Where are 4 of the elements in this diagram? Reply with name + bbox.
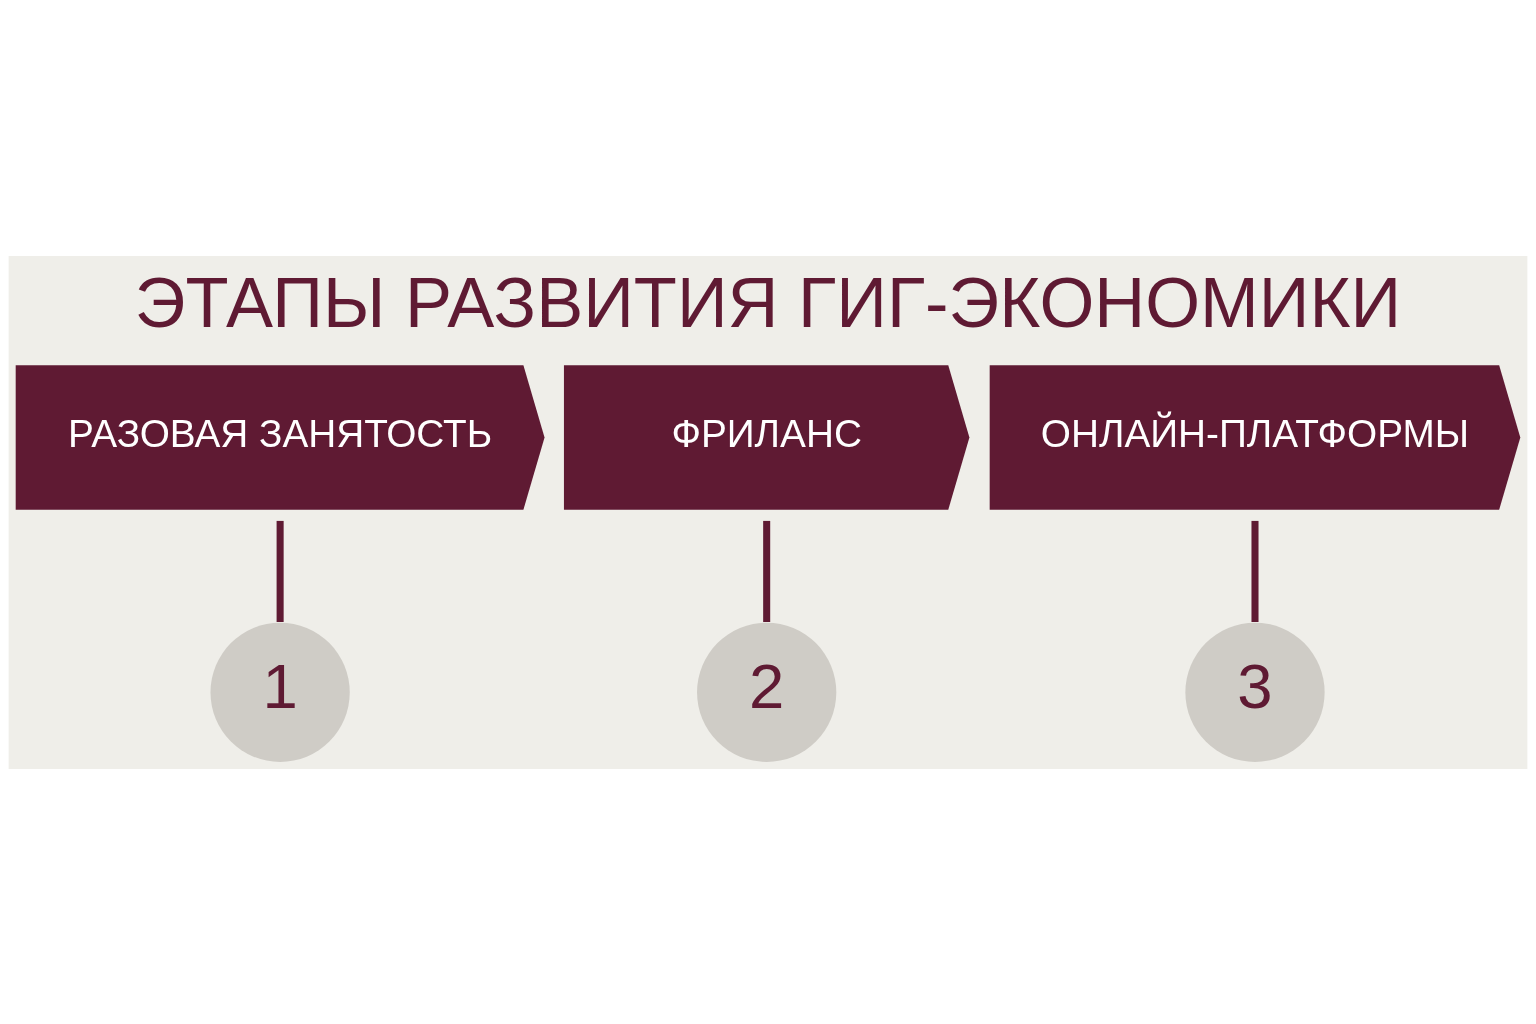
node-circle: 2 [697,622,837,762]
node-circle: 1 [210,622,350,762]
node-circle: 3 [1185,622,1325,762]
diagram-title: ЭТАПЫ РАЗВИТИЯ ГИГ-ЭКОНОМИКИ [134,262,1402,342]
